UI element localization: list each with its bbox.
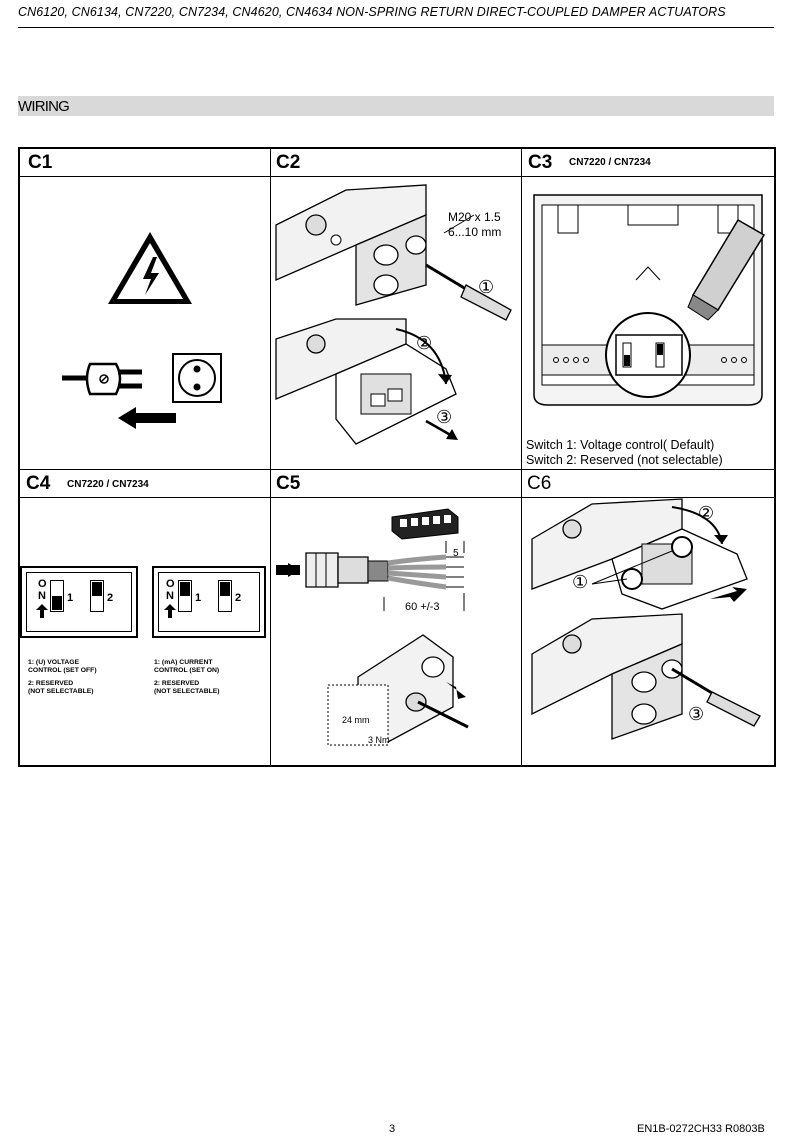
c5-total-length: 60 +/-3 <box>405 601 440 613</box>
c3-switch2-caption: Switch 2: Reserved (not selectable) <box>526 453 723 467</box>
c4-right-caption-2: CONTROL (SET ON) <box>154 667 220 674</box>
arrow-left-icon <box>118 407 176 429</box>
c4-right-switch2 <box>218 580 232 612</box>
c4-dip-switch-on: O N 1 2 <box>152 566 266 638</box>
c5-strip-length: 5 <box>453 548 459 559</box>
wiring-grid: C1 C2 M20 x 1.5 6...10 mm ① <box>18 147 776 767</box>
c6-step-3-marker: ③ <box>688 704 705 724</box>
c2-thread-size: M20 x 1.5 <box>448 210 501 224</box>
page-number: 3 <box>389 1123 396 1135</box>
c4-left-caption-3: 2: RESERVED <box>28 680 74 687</box>
document-header-title: CN6120, CN6134, CN7220, CN7234, CN4620, … <box>18 5 726 19</box>
c4-dip-switch-off: O N 1 2 <box>20 566 138 638</box>
actuator-screw-tighten-illustration <box>531 613 761 740</box>
cell-c1-label: C1 <box>28 152 53 173</box>
c4-right-on-n: N <box>166 590 174 602</box>
c4-left-caption-4: (NOT SELECTABLE) <box>28 688 94 695</box>
cell-c4-label: C4 <box>26 473 51 494</box>
socket-icon <box>172 353 222 403</box>
c4-right-arrow-up-icon <box>164 604 176 618</box>
c4-model-label: CN7220 / CN7234 <box>67 479 149 490</box>
c4-right-caption-1: 1: (mA) CURRENT <box>154 659 213 666</box>
header-rule <box>18 27 774 28</box>
cell-c5-label: C5 <box>276 473 301 494</box>
c4-left-on-n: N <box>38 590 46 602</box>
c6-step-2-marker: ② <box>698 503 715 523</box>
c5-torque: 3 Nm <box>368 735 390 745</box>
cell-c6-label: C6 <box>527 473 552 494</box>
c4-right-num2: 2 <box>235 592 242 604</box>
actuator-housing-top-illustration <box>275 184 512 321</box>
grid-divider-1 <box>270 149 271 765</box>
section-bar: WIRING <box>18 96 774 116</box>
c2-step-3-marker: ③ <box>436 407 453 427</box>
c4-right-on-o: O <box>166 578 175 590</box>
cell-c3-label: C3 <box>528 152 553 173</box>
row1-label-rule <box>20 176 774 177</box>
c3-model-label: CN7220 / CN7234 <box>569 157 651 168</box>
terminal-block-icon <box>391 508 459 540</box>
grid-divider-2 <box>521 149 522 765</box>
actuator-cover-close-illustration <box>531 498 748 610</box>
cable-gland-stripped-wires-illustration <box>276 541 465 611</box>
c4-left-switch1 <box>50 580 64 612</box>
row-divider <box>20 469 774 470</box>
actuator-housing-open-illustration <box>275 318 458 445</box>
c4-left-on-o: O <box>38 578 47 590</box>
c2-step-1-marker: ① <box>478 277 495 297</box>
c3-switch1-caption: Switch 1: Voltage control( Default) <box>526 438 715 452</box>
plug-icon <box>62 362 142 396</box>
c5-wrench-size: 24 mm <box>342 715 370 725</box>
c6-step-1-marker: ① <box>572 572 589 592</box>
c4-right-num1: 1 <box>195 592 202 604</box>
c4-right-caption-3: 2: RESERVED <box>154 680 200 687</box>
c4-right-switch1 <box>178 580 192 612</box>
document-code: EN1B-0272CH33 R0803B <box>637 1123 765 1135</box>
section-title: WIRING <box>18 98 70 115</box>
c4-left-caption-1: 1: (U) VOLTAGE <box>28 659 80 666</box>
c2-step-2-marker: ② <box>416 333 433 353</box>
warning-triangle-icon <box>108 232 192 304</box>
cell-c2-label: C2 <box>276 152 301 173</box>
row2-label-rule <box>20 497 774 498</box>
c4-left-num2: 2 <box>107 592 114 604</box>
c2-strip-length: 6...10 mm <box>448 225 502 239</box>
c4-left-arrow-up-icon <box>36 604 48 618</box>
cable-gland-tighten-illustration <box>327 634 469 746</box>
c4-left-switch2 <box>90 580 104 612</box>
c4-left-caption-2: CONTROL (SET OFF) <box>28 667 97 674</box>
c4-left-num1: 1 <box>67 592 74 604</box>
actuator-pcb-switch-illustration <box>533 194 766 406</box>
c4-right-caption-4: (NOT SELECTABLE) <box>154 688 220 695</box>
